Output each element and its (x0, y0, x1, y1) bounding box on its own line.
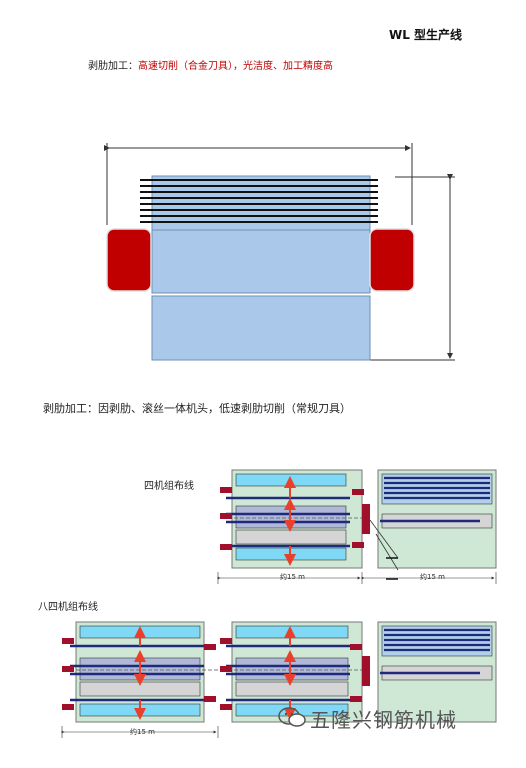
lower-panel (151, 295, 371, 361)
caption-high-speed: 剥肋加工：高速切削（合金刀具），光洁度、加工精度高 (88, 57, 333, 72)
rebar-lines (140, 179, 378, 223)
station-left-tray (235, 529, 347, 545)
page-title: WL 型生产线 (389, 28, 463, 42)
dim-label-1: 约15 m (280, 573, 305, 581)
middle-panel (151, 229, 371, 294)
cross-feed-head (362, 504, 370, 534)
top-machine-diagram (104, 143, 455, 361)
feed-head-2 (220, 513, 232, 519)
caption1-key: 剥肋加工： (88, 61, 138, 72)
caption1-value: 高速切削（合金刀具），光洁度、加工精度高 (138, 61, 333, 72)
caption-low-speed: 剥肋加工：因剥肋、滚丝一体机头，低速剥肋切削（常规刀具） (43, 402, 351, 415)
layout-four (217, 469, 497, 584)
layout-diagrams (61, 469, 497, 738)
right-machine-head (369, 228, 415, 292)
feed-head-1 (220, 487, 232, 493)
wechat-icon (278, 706, 306, 732)
feed-head-3 (220, 544, 232, 550)
layout-eight (61, 621, 497, 738)
feed-head-4 (352, 489, 364, 495)
left-machine-head (106, 228, 152, 292)
watermark-text: 五隆兴钢筋机械 (310, 708, 457, 732)
dim-label-3: 约15 m (130, 728, 155, 736)
dim-label-2: 约15 m (420, 573, 445, 581)
layout-four-label: 四机组布线 (144, 481, 194, 492)
feed-head-5 (352, 542, 364, 548)
layout-eight-label: 八四机组布线 (38, 602, 98, 613)
